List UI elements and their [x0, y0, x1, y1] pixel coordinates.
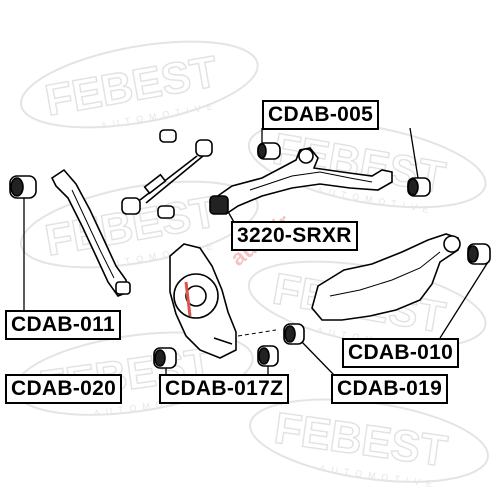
- knuckle-illustration: [169, 243, 277, 359]
- cdab-005-bushings: [257, 142, 431, 197]
- upper-control-arm-illustration: [209, 147, 393, 216]
- watermark-brand-6: FEBEST: [271, 404, 450, 477]
- lower-arm-illustration: [311, 233, 491, 321]
- cdab-020-bushing: [153, 347, 177, 369]
- cdab-019-bushing: [283, 323, 305, 345]
- cdab-011-arm-illustration: [9, 168, 131, 297]
- toe-link-illustration: [121, 129, 213, 219]
- cdab-017z-bushing: [257, 345, 279, 367]
- label-3220-srxr: 3220-SRXR: [231, 221, 358, 251]
- label-cdab-017z: CDAB-017Z: [159, 374, 290, 404]
- label-cdab-005: CDAB-005: [262, 100, 380, 130]
- label-cdab-019: CDAB-019: [331, 374, 449, 404]
- label-cdab-020: CDAB-020: [5, 374, 123, 404]
- label-cdab-010: CDAB-010: [342, 338, 460, 368]
- label-cdab-011: CDAB-011: [5, 310, 121, 340]
